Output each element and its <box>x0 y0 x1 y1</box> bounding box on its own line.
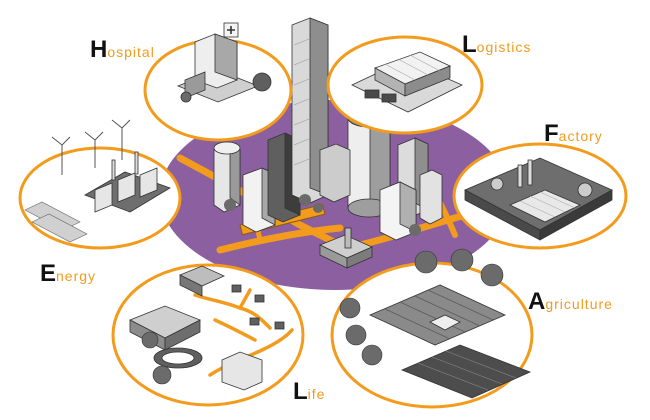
label-logistics-initial: L <box>462 31 477 58</box>
label-hospital: Hospital <box>90 38 155 62</box>
energy-illustration <box>84 151 171 213</box>
label-logistics-rest: ogistics <box>476 39 532 55</box>
agriculture-trees <box>339 248 504 366</box>
label-factory-initial: F <box>544 120 559 147</box>
logistics-illustration <box>351 51 463 113</box>
hospital-illustration <box>176 22 272 103</box>
label-hospital-initial: H <box>90 36 108 63</box>
label-factory: Factory <box>544 122 603 146</box>
label-life: Life <box>293 380 325 404</box>
city-skyline <box>213 17 443 269</box>
label-agriculture-initial: A <box>528 288 546 315</box>
agriculture-illustration <box>369 284 532 399</box>
label-factory-rest: actory <box>558 128 603 144</box>
city-trees <box>224 194 421 236</box>
life-illustration <box>129 265 294 391</box>
label-agriculture-rest: griculture <box>545 296 613 312</box>
label-life-initial: L <box>293 378 308 405</box>
label-life-rest: ife <box>307 386 326 402</box>
label-energy-rest: nergy <box>56 268 97 284</box>
factory-illustration <box>464 157 613 241</box>
label-hospital-rest: ospital <box>107 44 155 60</box>
label-energy-initial: E <box>40 260 57 287</box>
wind-turbines <box>51 119 131 175</box>
solar-panels <box>24 201 88 243</box>
label-agriculture: Agriculture <box>528 290 613 314</box>
life-trees <box>141 331 172 385</box>
label-energy: Energy <box>40 262 96 286</box>
label-logistics: Logistics <box>462 33 531 57</box>
